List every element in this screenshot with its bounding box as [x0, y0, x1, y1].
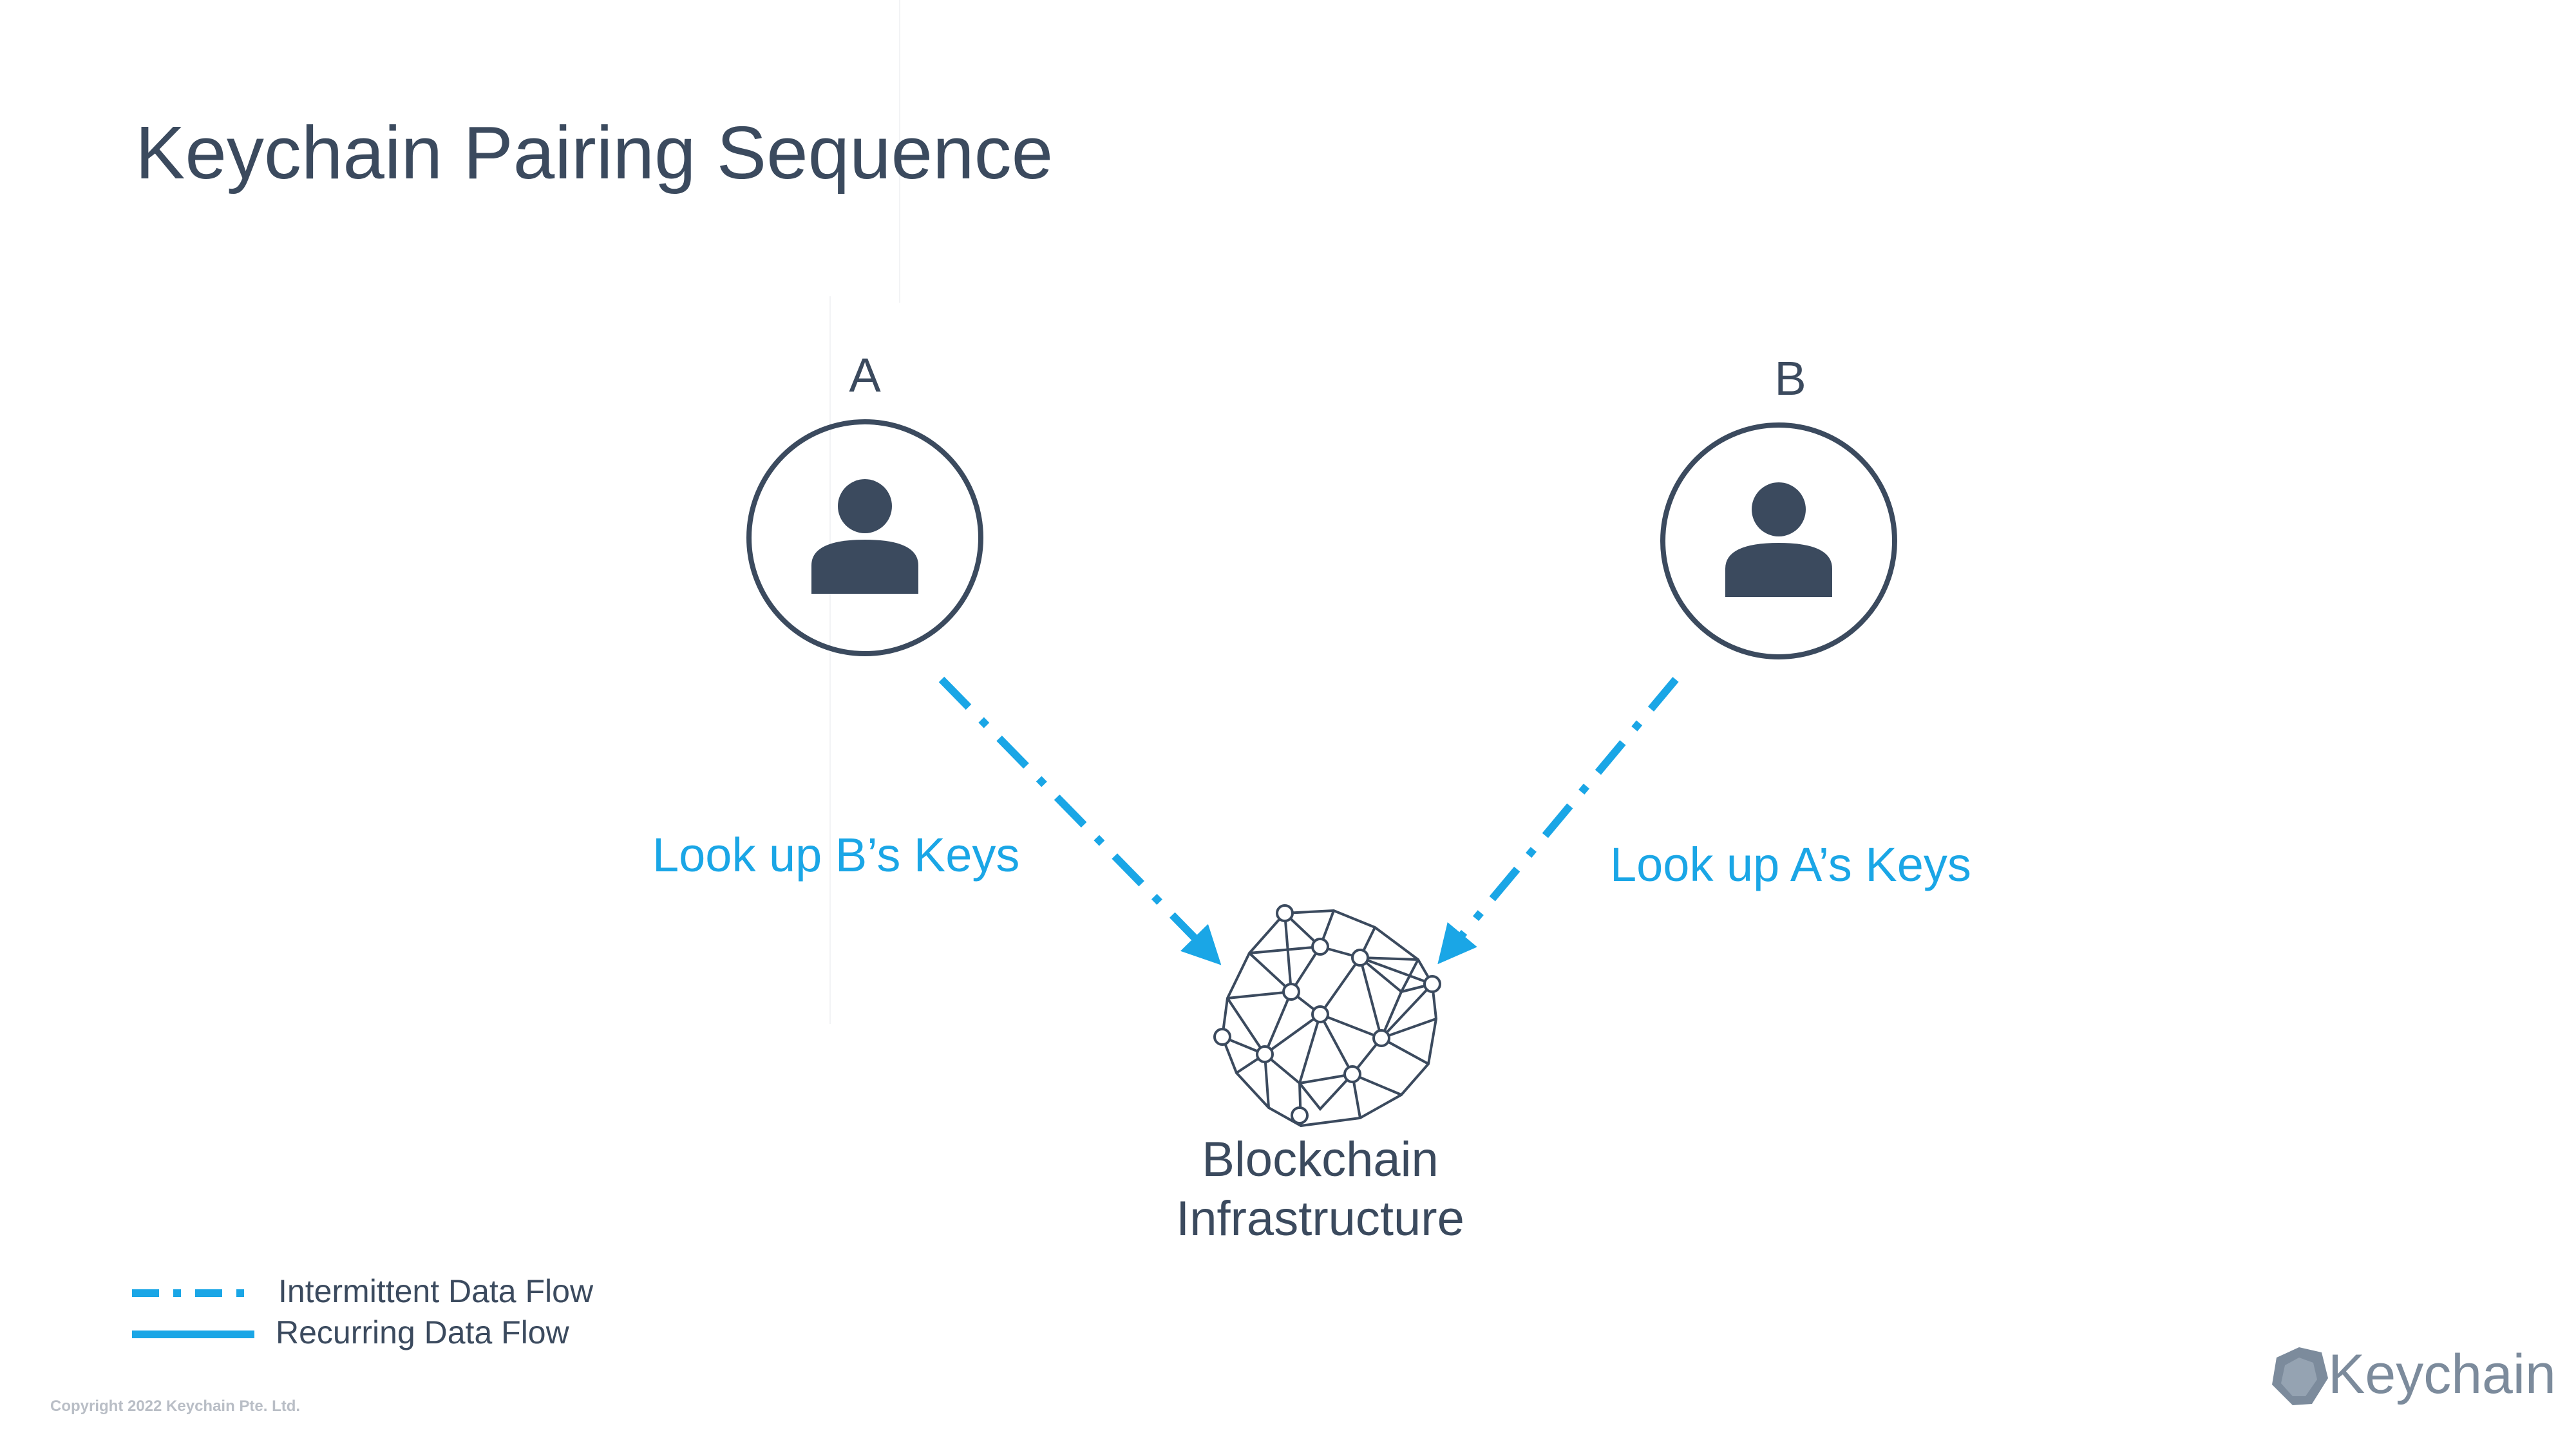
flow-arrow-a-to-chain — [938, 676, 1222, 965]
legend-intermittent-label: Intermittent Data Flow — [278, 1273, 594, 1309]
guide-line — [829, 296, 831, 1024]
user-b-node — [1660, 422, 1897, 659]
flow-label-a: Look up B’s Keys — [652, 828, 1020, 882]
legend-recurring-label: Recurring Data Flow — [276, 1314, 569, 1350]
network-sphere-icon — [1213, 904, 1441, 1128]
logo-text: Keychain — [2328, 1343, 2556, 1405]
flow-arrow-b-to-chain — [1437, 677, 1679, 965]
blockchain-label-line1: Blockchain — [1202, 1132, 1439, 1187]
user-icon — [1725, 482, 1832, 597]
guide-line — [899, 0, 900, 303]
keychain-shield-icon — [2272, 1347, 2328, 1405]
node-a-label: A — [849, 348, 881, 402]
user-a-node — [746, 419, 983, 656]
blockchain-label-line2: Infrastructure — [1176, 1191, 1464, 1246]
page-title: Keychain Pairing Sequence — [135, 111, 1054, 194]
node-b-label: B — [1774, 352, 1806, 405]
user-icon — [811, 479, 918, 594]
flow-label-b: Look up A’s Keys — [1610, 838, 1971, 891]
blockchain-label: Blockchain Infrastructure — [1095, 1130, 1546, 1249]
copyright-text: Copyright 2022 Keychain Pte. Ltd. — [50, 1397, 301, 1415]
